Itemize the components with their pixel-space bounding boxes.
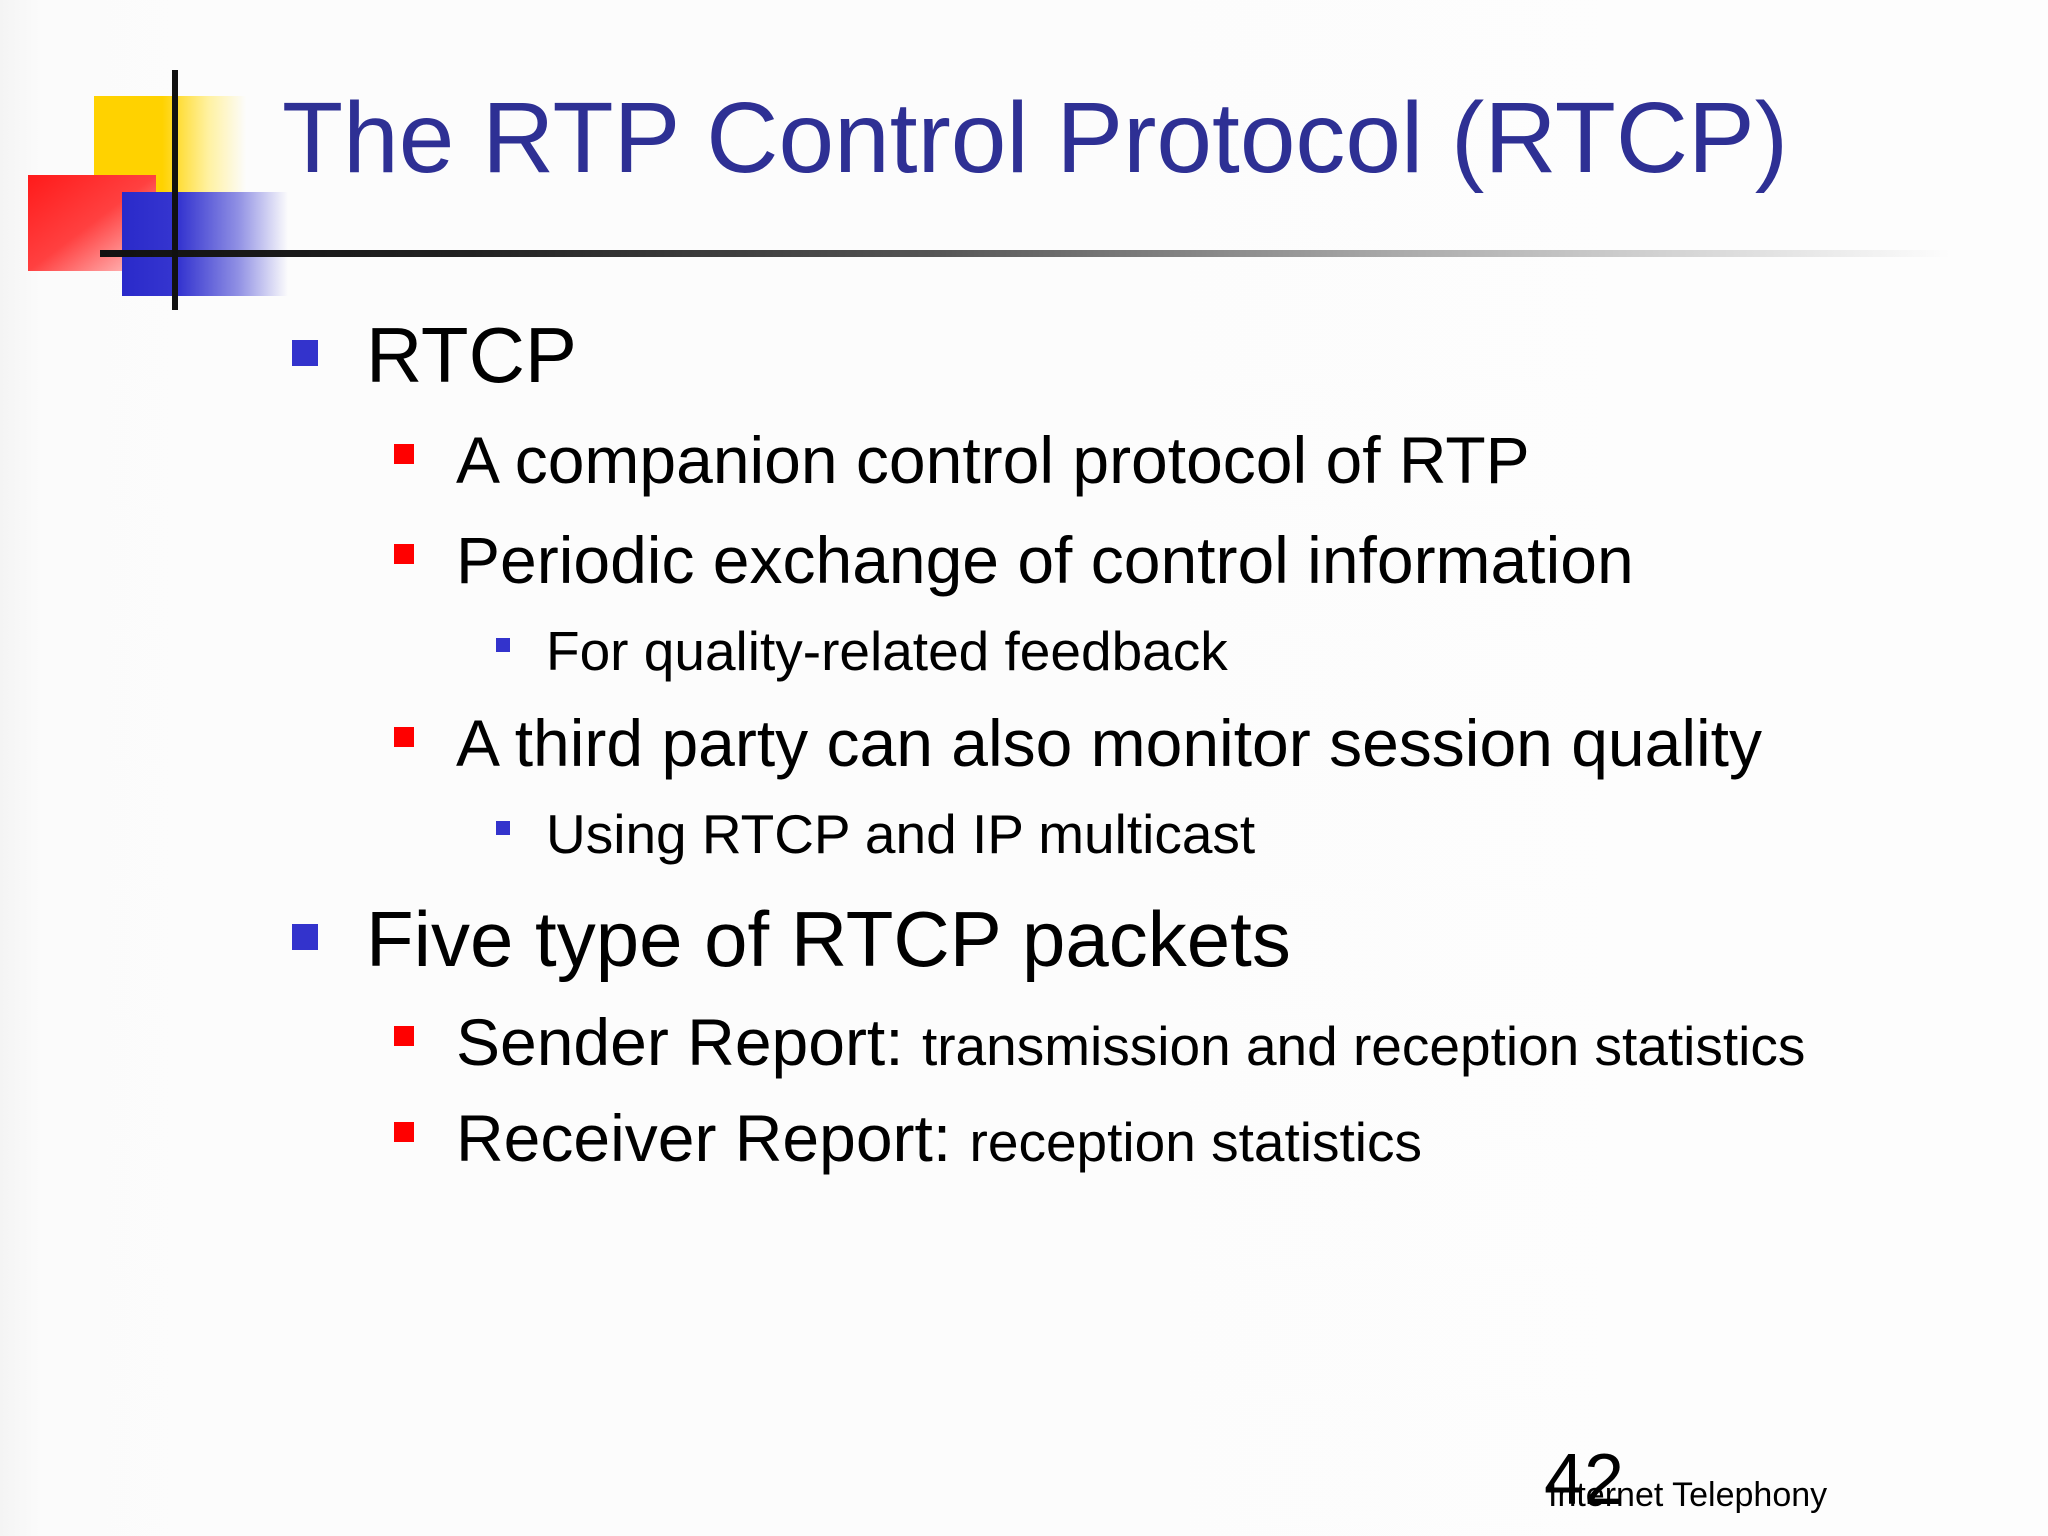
deco-blue-square — [122, 192, 288, 296]
footer-course-title: Internet Telephony — [1548, 1476, 1828, 1514]
bullet-rtcp-multicast: Using RTCP and IP multicast — [496, 801, 1256, 867]
bullet-text: A companion control protocol of RTP — [456, 423, 1530, 497]
bullet-text: Periodic exchange of control information — [456, 523, 1634, 597]
bullet-detail: transmission and reception statistics — [921, 1015, 1806, 1077]
page-number: 42 — [1544, 1440, 1625, 1520]
bullet-text: Using RTCP and IP multicast — [546, 803, 1256, 865]
bullet-quality-feedback: For quality-related feedback — [496, 618, 1228, 684]
bullet-text: RTCP — [366, 311, 577, 399]
bullet-sender-report: Sender Report: transmission and receptio… — [394, 1002, 1806, 1086]
bullet-square-icon — [292, 340, 318, 366]
bullet-periodic-exchange: Periodic exchange of control information — [394, 520, 1634, 600]
bullet-square-icon — [394, 1122, 414, 1142]
bullet-square-icon — [496, 638, 510, 652]
slide-title: The RTP Control Protocol (RTCP) — [282, 82, 1789, 194]
bullet-receiver-report: Receiver Report: reception statistics — [394, 1098, 1422, 1182]
bullet-detail: reception statistics — [969, 1111, 1422, 1173]
bullet-third-party: A third party can also monitor session q… — [394, 703, 1762, 783]
deco-vertical-rule — [172, 70, 178, 310]
bullet-square-icon — [394, 444, 414, 464]
bullet-companion-protocol: A companion control protocol of RTP — [394, 420, 1530, 500]
bullet-text: Five type of RTCP packets — [366, 895, 1291, 983]
bullet-square-icon — [496, 821, 510, 835]
bullet-rtcp: RTCP — [292, 310, 577, 400]
bullet-five-packet-types: Five type of RTCP packets — [292, 894, 1291, 984]
bullet-label: Receiver Report: — [456, 1101, 952, 1175]
bullet-text: For quality-related feedback — [546, 620, 1228, 682]
bullet-square-icon — [394, 1026, 414, 1046]
title-underline-rule — [100, 250, 1950, 257]
bullet-square-icon — [292, 924, 318, 950]
bullet-text: A third party can also monitor session q… — [456, 706, 1762, 780]
bullet-square-icon — [394, 727, 414, 747]
bullet-square-icon — [394, 544, 414, 564]
bullet-label: Sender Report: — [456, 1005, 904, 1079]
